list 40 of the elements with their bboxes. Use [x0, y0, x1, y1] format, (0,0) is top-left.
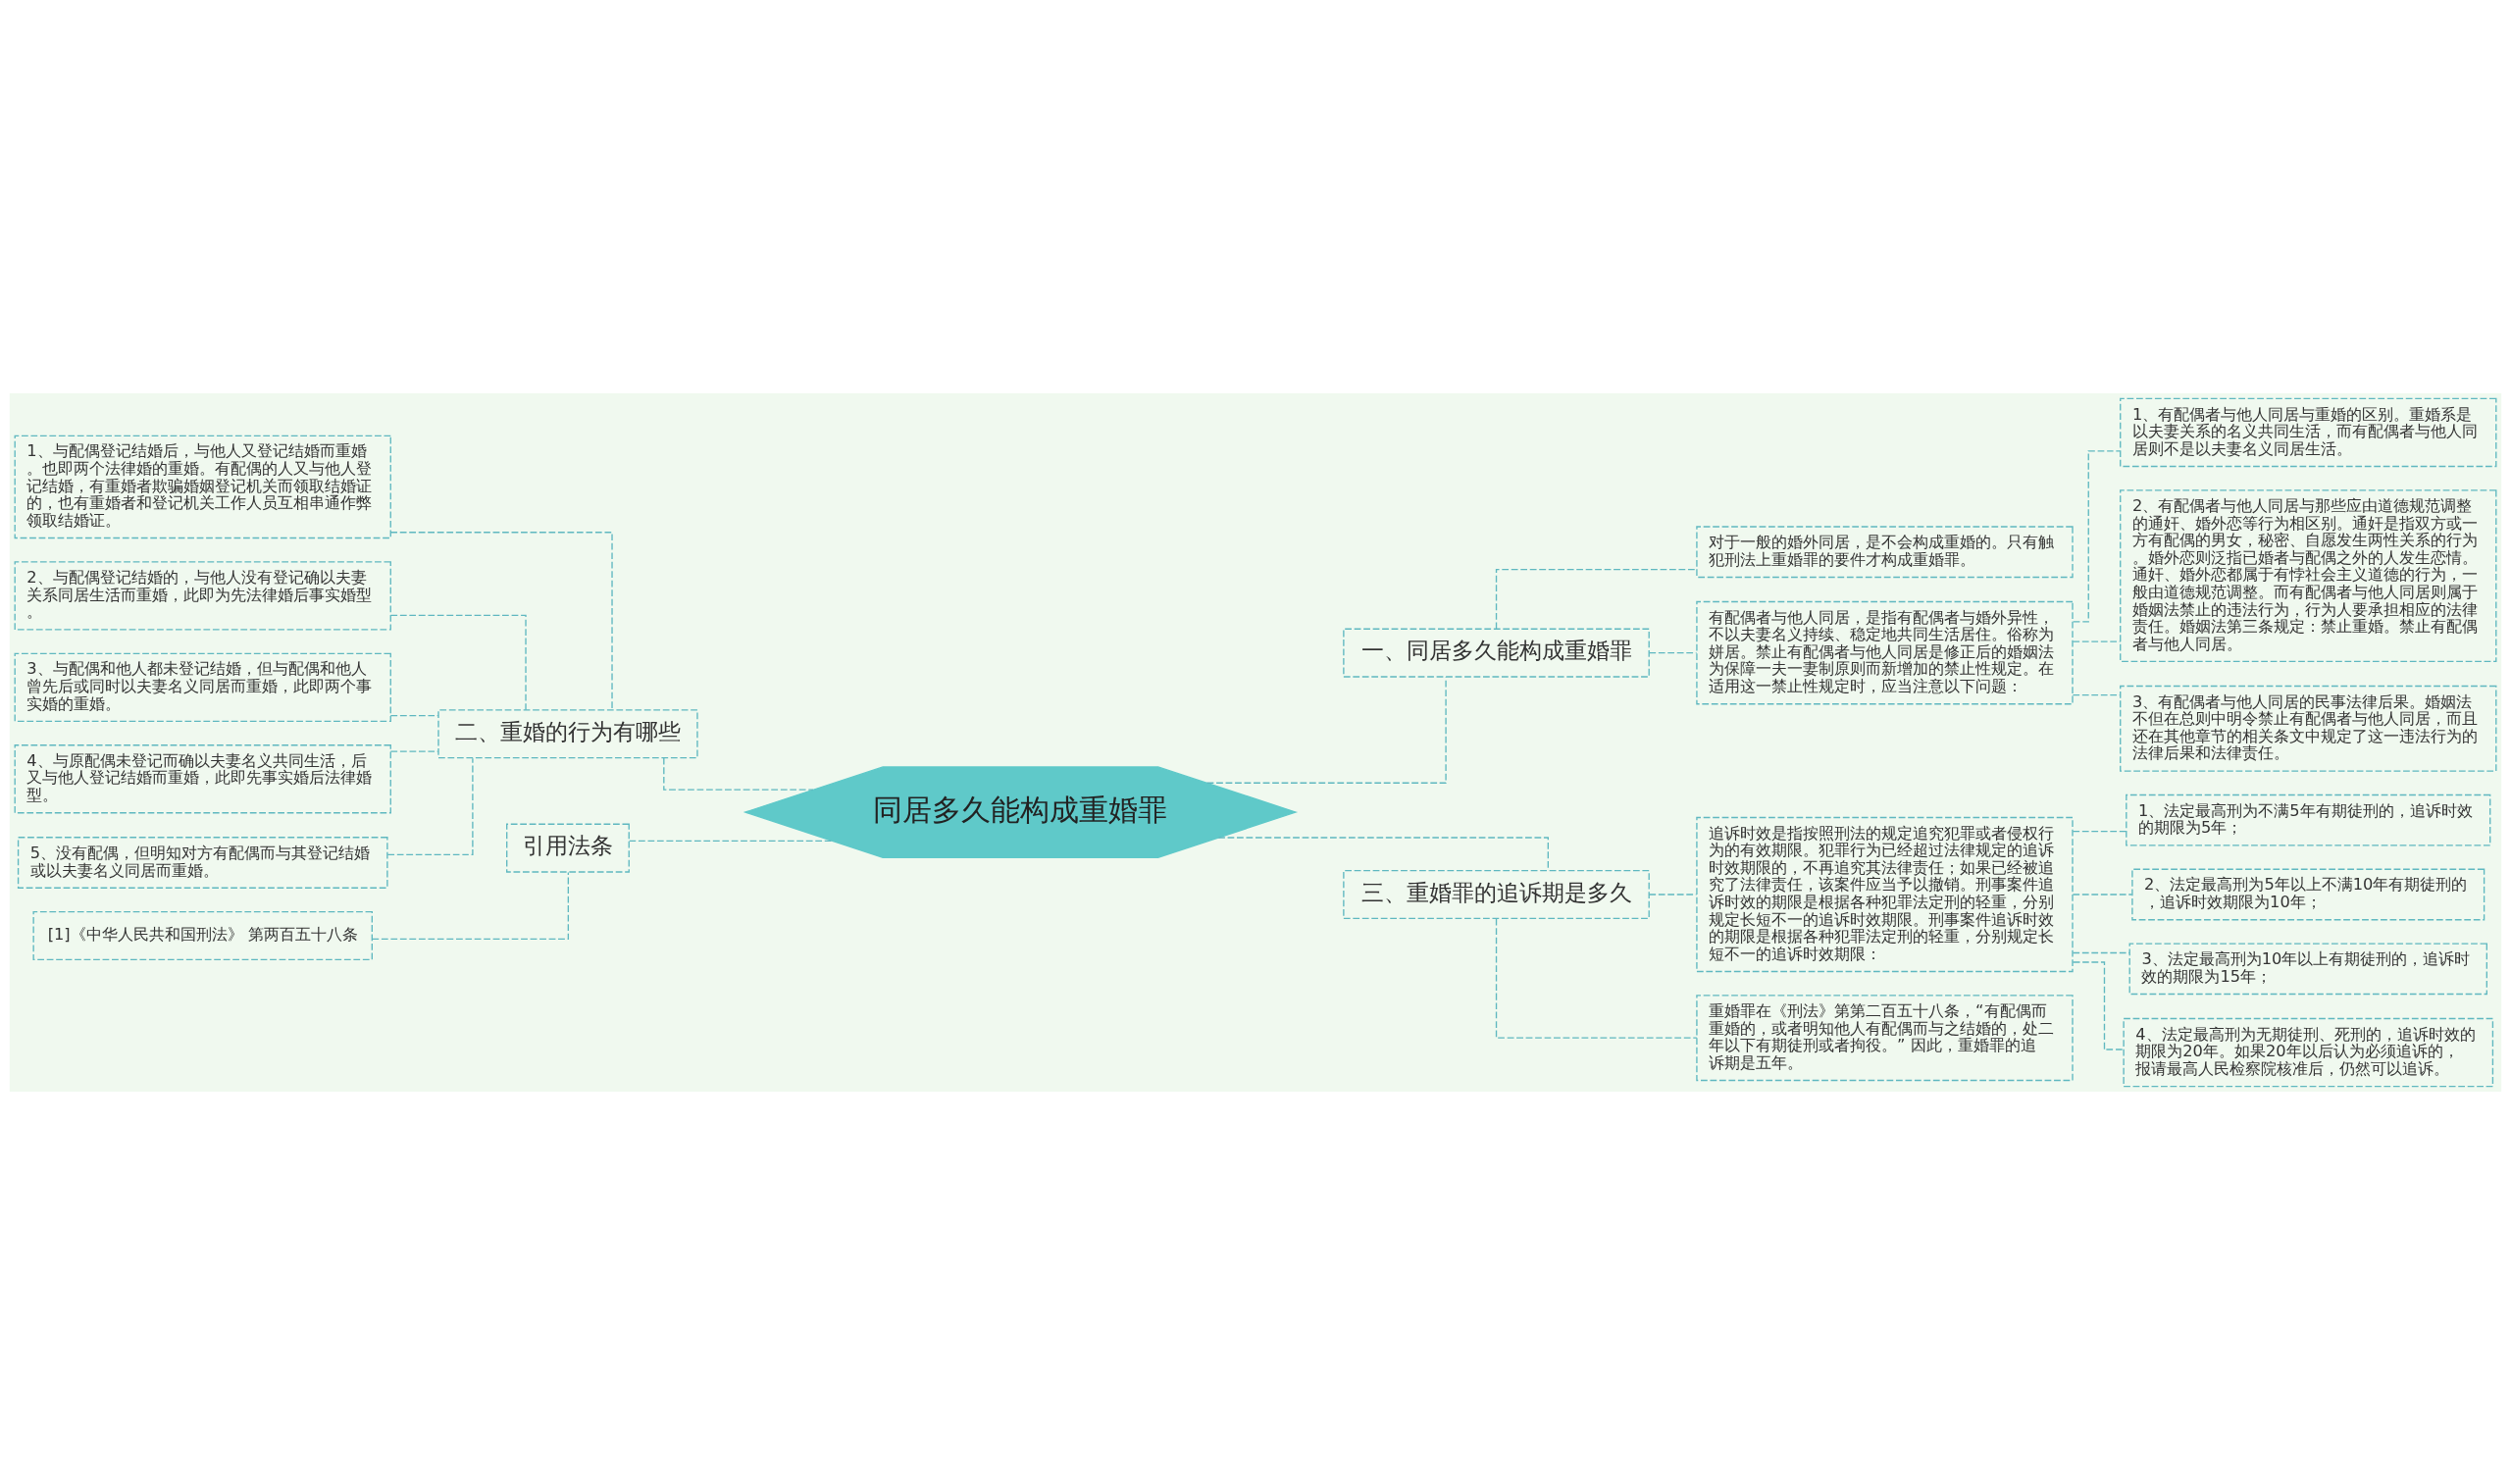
- connector: [1495, 568, 1698, 630]
- node-box: 4、法定最高刑为无期徒刑、死刑的，追诉时效的期限为20年。如果20年以后认为必须追诉的，报请最高人民检察院核准后，仍然可以追诉。: [2123, 1017, 2494, 1087]
- connector: [1217, 836, 1549, 871]
- node-box: 2、有配偶者与他人同居与那些应由道德规范调整的通奸、婚外恋等行为相区别。通奸是指双方或一方有配偶的男女，秘密、自愿发生两性关系的行为。婚外恋则泛指已婚者与配偶之外的人发生恋情。通奸、婚外恋都属于有悖社会主义道德的行为，一般由道德规范调整。而有配偶者与他人同居则属于婚姻法禁止的违法行为，行为人要承担相应的法律责任。婚姻法第三条规定：禁止重婚。禁止有配偶者与他人同居。: [2120, 488, 2497, 662]
- connector: [663, 756, 814, 791]
- node-box: 3、法定最高刑为10年以上有期徒刑的，追诉时效的期限为15年；: [2128, 942, 2487, 995]
- node-box: 3、与配偶和他人都未登记结婚，但与配偶和他人曾先后或同时以夫妻名义同居而重婚，此即两个事实婚的重婚。: [14, 652, 391, 722]
- node-box: 5、没有配偶，但明知对方有配偶而与其登记结婚或以夫妻名义同居而重婚。: [17, 836, 388, 889]
- node-box: 三、重婚罪的追诉期是多久: [1343, 869, 1650, 919]
- connector: [629, 840, 834, 842]
- connector: [389, 714, 439, 716]
- node-box: 一、同居多久能构成重婚罪: [1343, 628, 1650, 678]
- node-box: 有配偶者与他人同居，是指有配偶者与婚外异性，不以夫妻名义持续、稳定地共同生活居住。俗称为姘居。禁止有配偶者与他人同居是修正后的婚姻法为保障一夫一妻制原则而新增加的禁止性规定。在适用这一禁止性规定时，应当注意以下问题：: [1696, 600, 2074, 704]
- connector: [389, 531, 613, 710]
- connector: [389, 614, 527, 710]
- node-box: 1、与配偶登记结婚后，与他人又登记结婚而重婚。也即两个法律婚的重婚。有配偶的人又与他人登记结婚，有重婚者欺骗婚姻登记机关而领取结婚证的，也有重婚者和登记机关工作人员互相串通作弊领取结婚证。: [14, 435, 391, 538]
- node-box: 3、有配偶者与他人同居的民事法律后果。婚姻法不但在总则中明令禁止有配偶者与他人同居，而且还在其他章节的相关条文中规定了这一违法行为的法律后果和法律责任。: [2120, 685, 2497, 772]
- node-box: 4、与原配偶未登记而确以夫妻名义共同生活，后又与他人登记结婚而重婚，此即先事实婚后法律婚型。: [14, 743, 391, 813]
- node-box: [1]《中华人民共和国刑法》 第两百五十八条: [32, 910, 373, 960]
- connector: [2072, 893, 2133, 896]
- node-box: 二、重婚的行为有哪些: [437, 708, 698, 758]
- connector: [386, 756, 474, 855]
- connector: [2072, 951, 2130, 953]
- connector: [2072, 449, 2121, 622]
- connector: [389, 749, 439, 752]
- connector: [2072, 640, 2122, 642]
- connector: [2072, 830, 2127, 832]
- node-box: 重婚罪在《刑法》第第二百五十八条，“有配偶而重婚的，或者明知他人有配偶而与之结婚的，处二年以下有期徒刑或者拘役。” 因此，重婚罪的追诉期是五年。: [1696, 994, 2074, 1081]
- connector: [1648, 893, 1698, 896]
- node-box: 2、法定最高刑为5年以上不满10年有期徒刑的，追诉时效期限为10年；: [2131, 868, 2485, 920]
- node-box: 1、有配偶者与他人同居与重婚的区别。重婚系是以夫妻关系的名义共同生活，而有配偶者与他人同居则不是以夫妻名义同居生活。: [2120, 397, 2497, 467]
- connector: [2072, 693, 2122, 695]
- node-box: 对于一般的婚外同居，是不会构成重婚的。只有触犯刑法上重婚罪的要件才构成重婚罪。: [1696, 525, 2074, 578]
- node-box: 追诉时效是指按照刑法的规定追究犯罪或者侵权行为的有效期限。犯罪行为已经超过法律规定的追诉时效期限的，不再追究其法律责任；如果已经被追究了法律责任，该案件应当予以撤销。刑事案件追诉时效的期限是根据各种犯罪法定刑的轻重，分别规定长短不一的追诉时效期限。刑事案件追诉时效的期限是根据各种犯罪法定刑的轻重，分别规定长短不一的追诉时效期限：: [1696, 816, 2074, 972]
- connector: [371, 871, 570, 940]
- node-box: 1、法定最高刑为不满5年有期徒刑的，追诉时效的期限为5年；: [2126, 793, 2491, 846]
- node-box: 2、与配偶登记结婚的，与他人没有登记确以夫妻关系同居生活而重婚，此即为先法律婚后事实婚型。: [14, 560, 391, 631]
- connector: [1495, 917, 1698, 1039]
- node-box: 引用法条: [506, 823, 630, 873]
- connector: [1648, 651, 1698, 653]
